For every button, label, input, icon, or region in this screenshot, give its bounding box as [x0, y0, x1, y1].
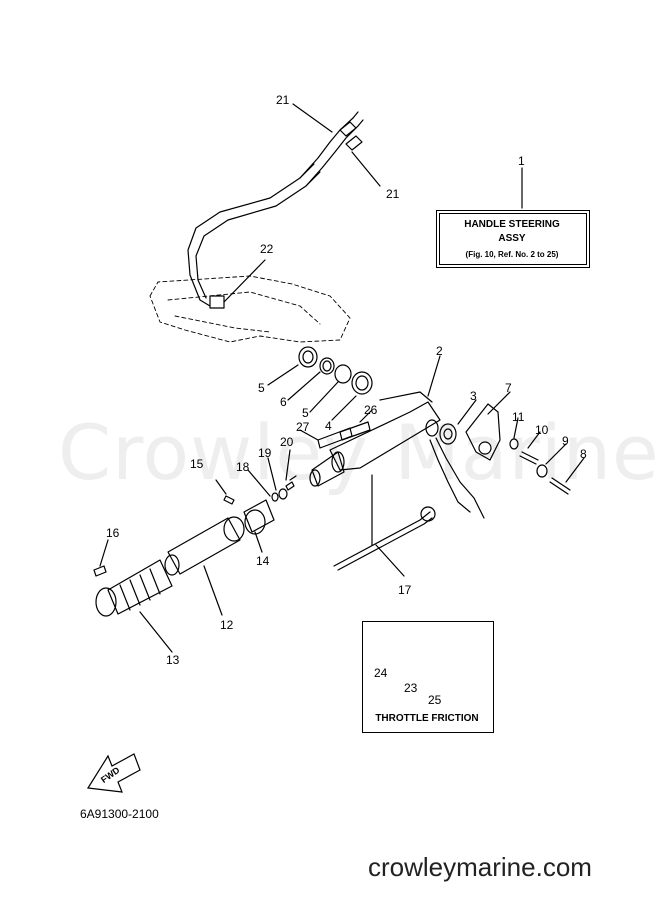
callout-10: 10 — [535, 423, 549, 437]
inset-caption: THROTTLE FRICTION — [375, 713, 479, 724]
bushing-5b — [334, 364, 352, 384]
title-line-3: (Fig. 10, Ref. No. 2 to 25) — [465, 250, 559, 259]
cable-clip — [209, 295, 225, 309]
callout-12: 12 — [220, 618, 234, 632]
callout-3: 3 — [470, 389, 477, 403]
washer-6 — [319, 357, 335, 375]
callout-19: 19 — [258, 446, 272, 460]
callout-15: 15 — [190, 457, 204, 471]
throttle-shaft-17 — [333, 474, 436, 577]
callout-7: 7 — [505, 381, 512, 395]
callout-11: 11 — [512, 410, 525, 424]
title-line-1: HANDLE STEERING — [464, 219, 560, 230]
bracket-ring — [351, 371, 373, 395]
callout-27: 27 — [296, 420, 310, 434]
callout-21a: 21 — [276, 93, 290, 107]
callout-17: 17 — [398, 583, 412, 597]
callout-8: 8 — [580, 447, 587, 461]
engine-plate — [149, 275, 351, 343]
callout-23: 23 — [404, 681, 418, 695]
callout-25: 25 — [428, 693, 442, 707]
site-footer[interactable]: crowleymarine.com — [368, 852, 592, 882]
fwd-arrow-icon — [86, 753, 141, 793]
callout-5b: 5 — [302, 406, 309, 420]
bushing-5a — [298, 346, 318, 368]
inset-box — [362, 621, 494, 733]
throttle-tube-12 — [164, 516, 245, 616]
callout-2: 2 — [436, 344, 443, 358]
callout-16: 16 — [106, 526, 120, 540]
callout-24: 24 — [374, 666, 388, 680]
callout-6: 6 — [280, 395, 287, 409]
callout-5a: 5 — [258, 381, 265, 395]
callout-1: 1 — [518, 154, 525, 168]
title-box-inner — [439, 213, 587, 265]
callout-21b: 21 — [386, 187, 400, 201]
callout-22: 22 — [260, 242, 274, 256]
callout-18: 18 — [236, 460, 250, 474]
title-line-2: ASSY — [498, 233, 526, 244]
bracket-7 — [465, 403, 501, 461]
callout-26: 26 — [364, 403, 378, 417]
callout-14: 14 — [256, 554, 270, 568]
drawing-code: 6A91300-2100 — [80, 807, 159, 821]
title-box — [436, 210, 590, 268]
callout-9: 9 — [562, 434, 569, 448]
callout-4: 4 — [325, 419, 332, 433]
washer-3 — [439, 423, 457, 445]
callout-13: 13 — [166, 653, 180, 667]
friction-sleeve-14 — [243, 499, 275, 533]
throttle-cables — [187, 111, 364, 307]
callout-20: 20 — [280, 435, 294, 449]
steering-handle-arm — [309, 391, 441, 487]
throttle-grip-13 — [95, 559, 173, 653]
